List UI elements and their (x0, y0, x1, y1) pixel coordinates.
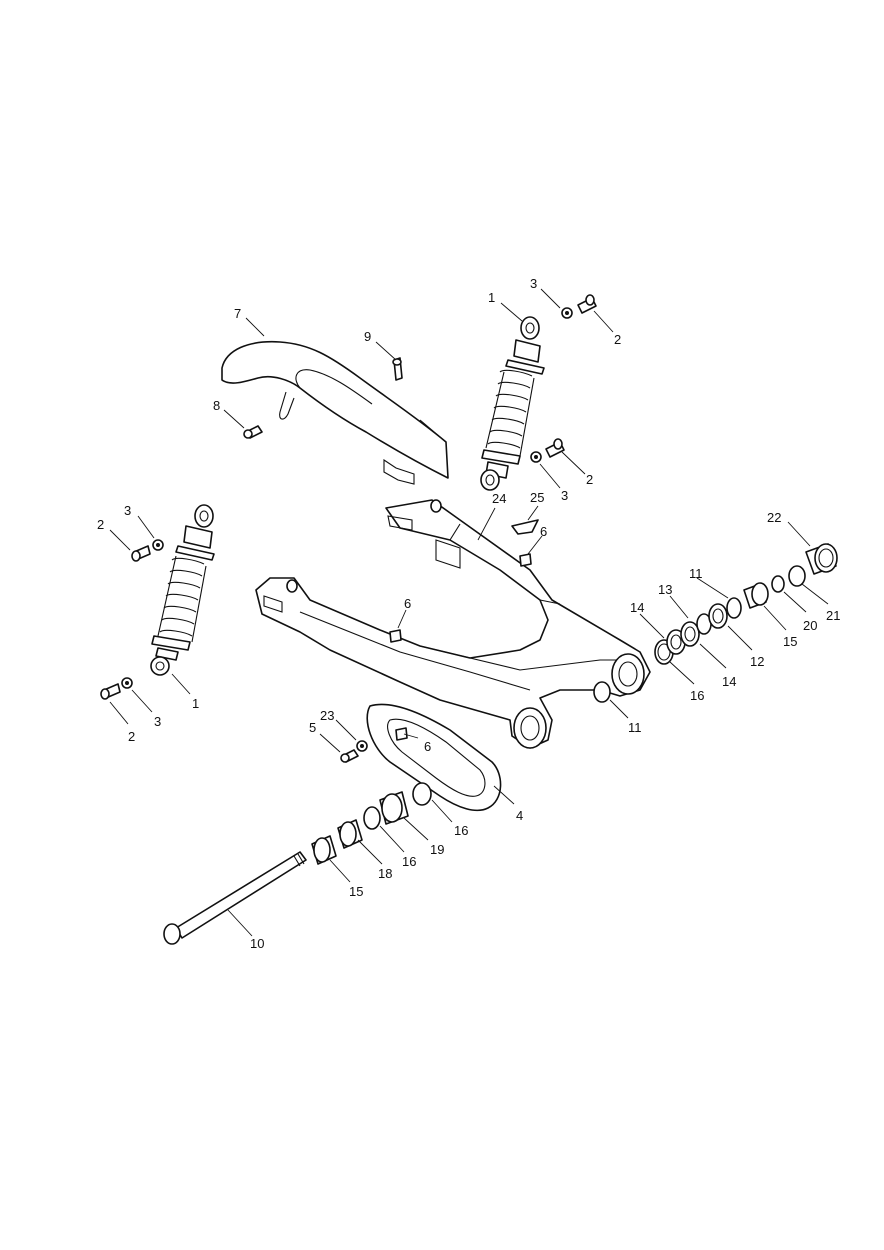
rear-shock-absorber-right (480, 316, 545, 491)
callout-2: 2 (586, 472, 593, 487)
chain-guard-part (221, 340, 449, 485)
callout-1: 1 (488, 290, 495, 305)
callout-1: 1 (192, 696, 199, 711)
callout-5: 5 (309, 720, 316, 735)
callout-7: 7 (234, 306, 241, 321)
fasteners (100, 294, 597, 763)
callout-14: 14 (722, 674, 736, 689)
pivot-spacer-stack-left (311, 782, 432, 865)
callout-14: 14 (630, 600, 644, 615)
callout-3: 3 (561, 488, 568, 503)
callout-6: 6 (424, 739, 431, 754)
callout-13: 13 (658, 582, 672, 597)
leader-lines (109, 288, 829, 937)
callout-22: 22 (767, 510, 781, 525)
rear-shock-absorber-left (150, 504, 215, 676)
callout-3: 3 (124, 503, 131, 518)
callout-11: 11 (689, 566, 703, 581)
clip-and-nuts (389, 519, 539, 741)
pivot-spindle-part (163, 851, 307, 945)
callout-16: 16 (454, 823, 468, 838)
callout-2: 2 (128, 729, 135, 744)
callout-20: 20 (803, 618, 817, 633)
callout-12: 12 (750, 654, 764, 669)
callout-3: 3 (530, 276, 537, 291)
callout-4: 4 (516, 808, 523, 823)
callout-15: 15 (783, 634, 797, 649)
callout-8: 8 (213, 398, 220, 413)
callout-9: 9 (364, 329, 371, 344)
callout-15: 15 (349, 884, 363, 899)
callout-10: 10 (250, 936, 264, 951)
pivot-bearing-stack-right (593, 543, 838, 703)
callout-21: 21 (826, 608, 840, 623)
chain-guard-lower-part (366, 703, 502, 812)
callout-16: 16 (690, 688, 704, 703)
callout-18: 18 (378, 866, 392, 881)
callout-25: 25 (530, 490, 544, 505)
callout-24: 24 (492, 491, 506, 506)
callout-19: 19 (430, 842, 444, 857)
swing-arm-part (255, 499, 651, 749)
callout-16: 16 (402, 854, 416, 869)
callout-6: 6 (540, 524, 547, 539)
callout-23: 23 (320, 708, 334, 723)
callout-2: 2 (614, 332, 621, 347)
callout-labels: 1 3 2 2 3 7 9 8 24 25 6 22 11 13 14 20 2… (97, 276, 840, 951)
callout-11: 11 (628, 720, 642, 735)
callout-2: 2 (97, 517, 104, 532)
callout-3: 3 (154, 714, 161, 729)
callout-6: 6 (404, 596, 411, 611)
